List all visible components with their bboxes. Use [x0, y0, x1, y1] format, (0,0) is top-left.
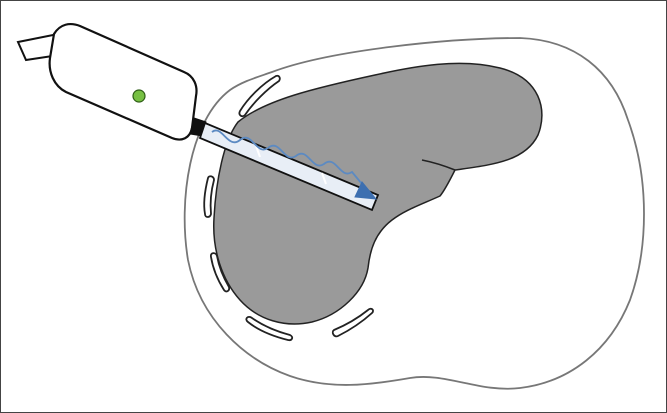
handheld-probe-icon — [50, 24, 197, 139]
status-light-icon — [133, 90, 145, 102]
organ — [214, 63, 542, 324]
rib-2 — [204, 176, 214, 217]
probe-device — [18, 24, 206, 139]
rib-5 — [333, 309, 373, 337]
